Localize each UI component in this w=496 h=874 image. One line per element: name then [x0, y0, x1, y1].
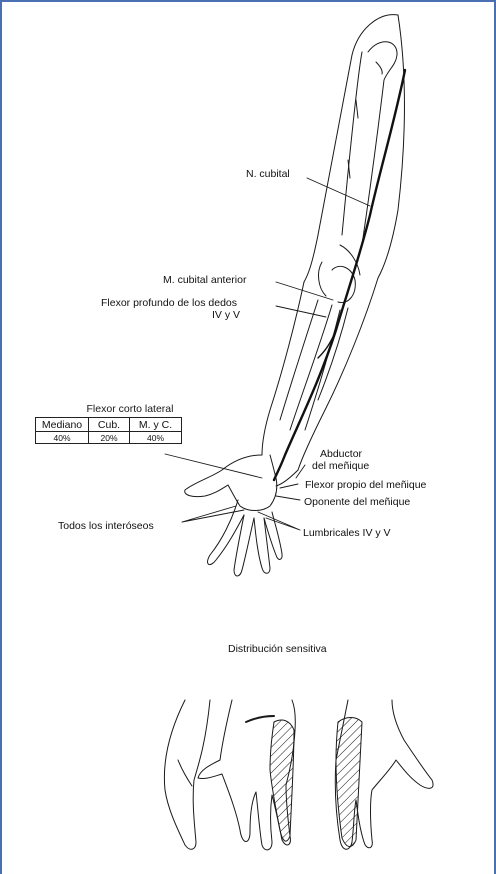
label-flexor-profundo-line1: Flexor profundo de los dedos	[101, 297, 237, 309]
table-header-row: Mediano Cub. M. y C.	[36, 418, 182, 432]
label-n-cubital: N. cubital	[246, 168, 290, 180]
sensory-hatched-area-center	[270, 720, 294, 841]
leader-lines	[165, 178, 370, 530]
table-value-cell: 40%	[36, 432, 89, 444]
table-header-cell: Mediano	[36, 418, 89, 432]
label-lumbricales: Lumbricales IV y V	[303, 527, 391, 539]
flexor-corto-lateral-title: Flexor corto lateral	[35, 403, 225, 415]
flexor-corto-lateral-table: Mediano Cub. M. y C. 40% 20% 40%	[35, 417, 182, 444]
label-abductor-line1: Abductor	[320, 448, 362, 460]
label-abductor-line2: del meñique	[312, 460, 369, 472]
label-flexor-propio: Flexor propio del meñique	[305, 479, 426, 491]
sensory-left-hand	[164, 700, 210, 849]
table-header-cell: Cub.	[89, 418, 130, 432]
label-m-cubital-anterior: M. cubital anterior	[163, 274, 246, 286]
label-distribucion-sensitiva: Distribución sensitiva	[228, 643, 327, 655]
table-value-cell: 20%	[89, 432, 130, 444]
upper-arm-outline	[304, 15, 404, 282]
table-value-cell: 40%	[130, 432, 182, 444]
table-header-cell: M. y C.	[130, 418, 182, 432]
label-flexor-profundo-line2: IV y V	[212, 309, 240, 321]
sensory-hatched-area-right	[336, 718, 362, 847]
label-interoseos: Todos los interóseos	[58, 520, 154, 532]
label-oponente: Oponente del meñique	[304, 496, 410, 508]
table-value-row: 40% 20% 40%	[36, 432, 182, 444]
